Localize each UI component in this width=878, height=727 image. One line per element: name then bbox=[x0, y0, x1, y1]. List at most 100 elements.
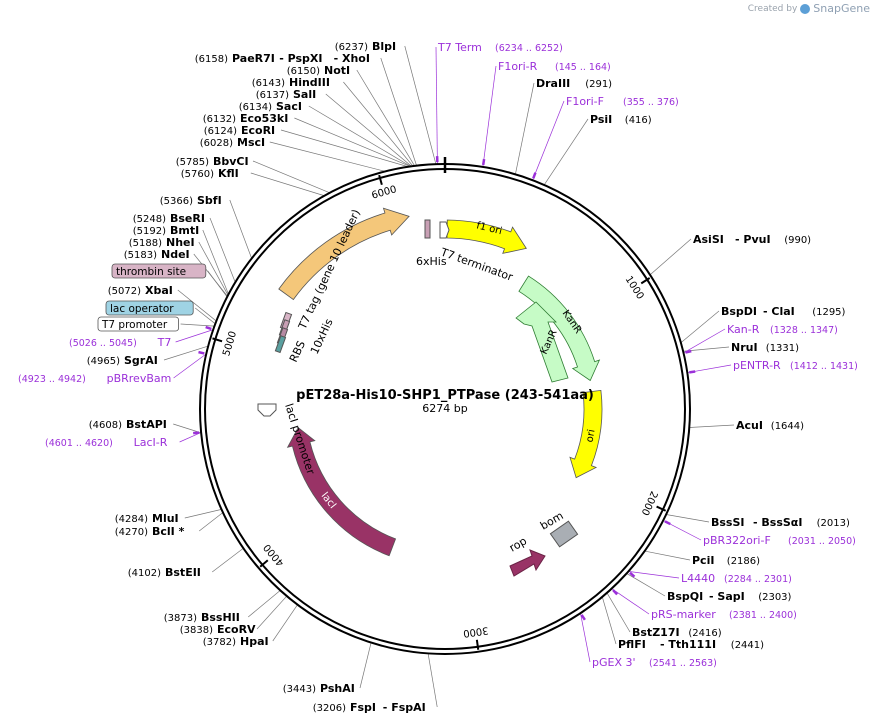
leader-bsssi bbox=[666, 514, 710, 523]
leader-paer7i bbox=[380, 57, 417, 166]
leader-primer-f1ori-r bbox=[482, 65, 497, 167]
site-name-ndei: NdeI bbox=[161, 248, 190, 261]
primer-name-prs-marker: pRS-marker bbox=[651, 608, 716, 621]
site-pos-bspqi: (2303) bbox=[758, 592, 791, 603]
leader-sali bbox=[325, 93, 412, 167]
site-pos-fspi: (3206) bbox=[313, 703, 346, 714]
primer-labels: T7 Term(6234 .. 6252)F1ori-R(145 .. 164)… bbox=[18, 41, 858, 669]
leader-bstapi bbox=[173, 423, 202, 434]
site-pos-acui: (1644) bbox=[771, 421, 804, 432]
leader-bbvci bbox=[252, 160, 330, 194]
primer-mark-f1ori-r bbox=[481, 158, 486, 166]
rop-label: rop bbox=[507, 534, 529, 554]
site-pos-kfli: (5760) bbox=[181, 169, 214, 180]
leader-xbai bbox=[177, 289, 217, 322]
site-extra-asisi: - PvuI bbox=[735, 233, 771, 246]
leader-primer-pbrrevbam bbox=[173, 353, 207, 379]
tick-mark-3000 bbox=[475, 639, 480, 650]
primer-mark-pgex-3 bbox=[580, 614, 586, 621]
feature-arrow-laci bbox=[286, 426, 397, 557]
plasmid-length: 6274 bp bbox=[422, 402, 467, 415]
site-pos-hpai: (3782) bbox=[203, 637, 236, 648]
leader-primer-pgex-3 bbox=[580, 613, 591, 663]
leader-draiii bbox=[515, 82, 535, 175]
leader-primer-kan-r bbox=[683, 328, 726, 354]
his10-label: 10xHis bbox=[308, 316, 336, 356]
site-extra-bspdi: - ClaI bbox=[763, 305, 795, 318]
primer-range-t7-term: (6234 .. 6252) bbox=[495, 43, 563, 54]
site-name-draiii: DraIII bbox=[536, 77, 570, 90]
boxed-feature-lac-operator bbox=[105, 300, 194, 316]
site-name-pcii: PciI bbox=[692, 554, 714, 567]
site-pos-bsssi: (2013) bbox=[817, 518, 850, 529]
primer-range-f1ori-r: (145 .. 164) bbox=[555, 62, 611, 73]
site-name-bstapi: BstAPI bbox=[126, 418, 167, 431]
site-pos-sali: (6137) bbox=[256, 90, 289, 101]
site-name-asisi: AsiSI bbox=[693, 233, 724, 246]
leader-ecorv bbox=[256, 595, 288, 630]
site-pos-ecorv: (3838) bbox=[180, 625, 213, 636]
primer-name-pbrrevbam: pBRrevBam bbox=[107, 372, 172, 385]
leader-bstz17i bbox=[606, 592, 631, 633]
leader-boxed-thrombin-site bbox=[207, 270, 228, 298]
site-pos-pcii: (2186) bbox=[727, 556, 760, 567]
boxed-feature-label-thrombin-site: thrombin site bbox=[116, 266, 186, 278]
site-name-ecorv: EcoRV bbox=[217, 623, 256, 636]
primer-mark-kan-r bbox=[685, 349, 692, 354]
primer-range-pgex-3: (2541 .. 2563) bbox=[649, 658, 717, 669]
site-name-bsshii: BssHII bbox=[201, 611, 240, 624]
site-name-msci: MscI bbox=[237, 136, 265, 149]
leader-primer-prs-marker bbox=[611, 588, 650, 615]
site-pos-bbvci: (5785) bbox=[176, 157, 209, 168]
site-name-pshai: PshAI bbox=[320, 682, 355, 695]
site-name-psii: PsiI bbox=[590, 113, 612, 126]
kanr-secondary-arrow bbox=[515, 301, 569, 383]
primer-range-laci-r: (4601 .. 4620) bbox=[45, 438, 113, 449]
leader-primer-laci-r bbox=[179, 432, 202, 443]
leader-sbfi bbox=[229, 199, 253, 259]
feature-label-ori: ori bbox=[584, 428, 597, 443]
primer-range-prs-marker: (2381 .. 2400) bbox=[729, 610, 797, 621]
primer-name-t7: T7 bbox=[157, 336, 172, 349]
leader-pshai bbox=[359, 642, 372, 689]
primer-mark-t7 bbox=[205, 325, 212, 331]
site-pos-ndei: (5183) bbox=[124, 250, 157, 261]
rbs-label: RBS bbox=[287, 339, 308, 364]
primer-name-laci-r: LacI-R bbox=[134, 436, 168, 449]
primer-range-pbr322ori-f: (2031 .. 2050) bbox=[788, 536, 856, 547]
leader-pcii bbox=[644, 550, 691, 561]
site-name-acui: AcuI bbox=[736, 419, 763, 432]
site-name-bbvci: BbvCI bbox=[213, 155, 249, 168]
leader-ecori bbox=[280, 129, 409, 168]
site-name-eco53ki: Eco53kI bbox=[240, 112, 288, 125]
site-name-hindiii: HindIII bbox=[289, 76, 330, 89]
boxed-feature-label-t7-promoter: T7 promoter bbox=[101, 319, 168, 331]
primer-range-t7: (5026 .. 5045) bbox=[69, 338, 137, 349]
leader-kfli bbox=[250, 172, 325, 197]
site-pos-bstapi: (4608) bbox=[89, 420, 122, 431]
site-name-sbfi: SbfI bbox=[197, 194, 222, 207]
site-pos-bseri: (5248) bbox=[133, 214, 166, 225]
site-pos-asisi: (990) bbox=[784, 235, 811, 246]
site-pos-hindiii: (6143) bbox=[252, 78, 285, 89]
site-name-nrui: NruI bbox=[731, 341, 758, 354]
primer-range-f1ori-f: (355 .. 376) bbox=[623, 97, 679, 108]
site-name-bcli: BclI * bbox=[152, 525, 185, 538]
site-extra-bspqi: - SapI bbox=[709, 590, 745, 603]
site-pos-mlui: (4284) bbox=[115, 514, 148, 525]
site-pos-blpi: (6237) bbox=[335, 42, 368, 53]
site-name-blpi: BlpI bbox=[372, 40, 396, 53]
primer-name-f1ori-f: F1ori-F bbox=[566, 95, 604, 108]
feature-arrow-ori bbox=[569, 389, 603, 479]
site-pos-paer7i: (6158) bbox=[195, 54, 228, 65]
site-name-bsteii: BstEII bbox=[165, 566, 201, 579]
leader-pflfi bbox=[601, 596, 617, 645]
tick-label-1000: 1000 bbox=[623, 274, 646, 301]
site-name-bmti: BmtI bbox=[170, 224, 199, 237]
leader-boxed-t7-promoter bbox=[180, 323, 215, 327]
tick-label-2000: 2000 bbox=[639, 489, 660, 517]
primer-name-pbr322ori-f: pBR322ori-F bbox=[703, 534, 771, 547]
site-name-bspqi: BspQI bbox=[667, 590, 703, 603]
site-name-ecori: EcoRI bbox=[241, 124, 275, 137]
